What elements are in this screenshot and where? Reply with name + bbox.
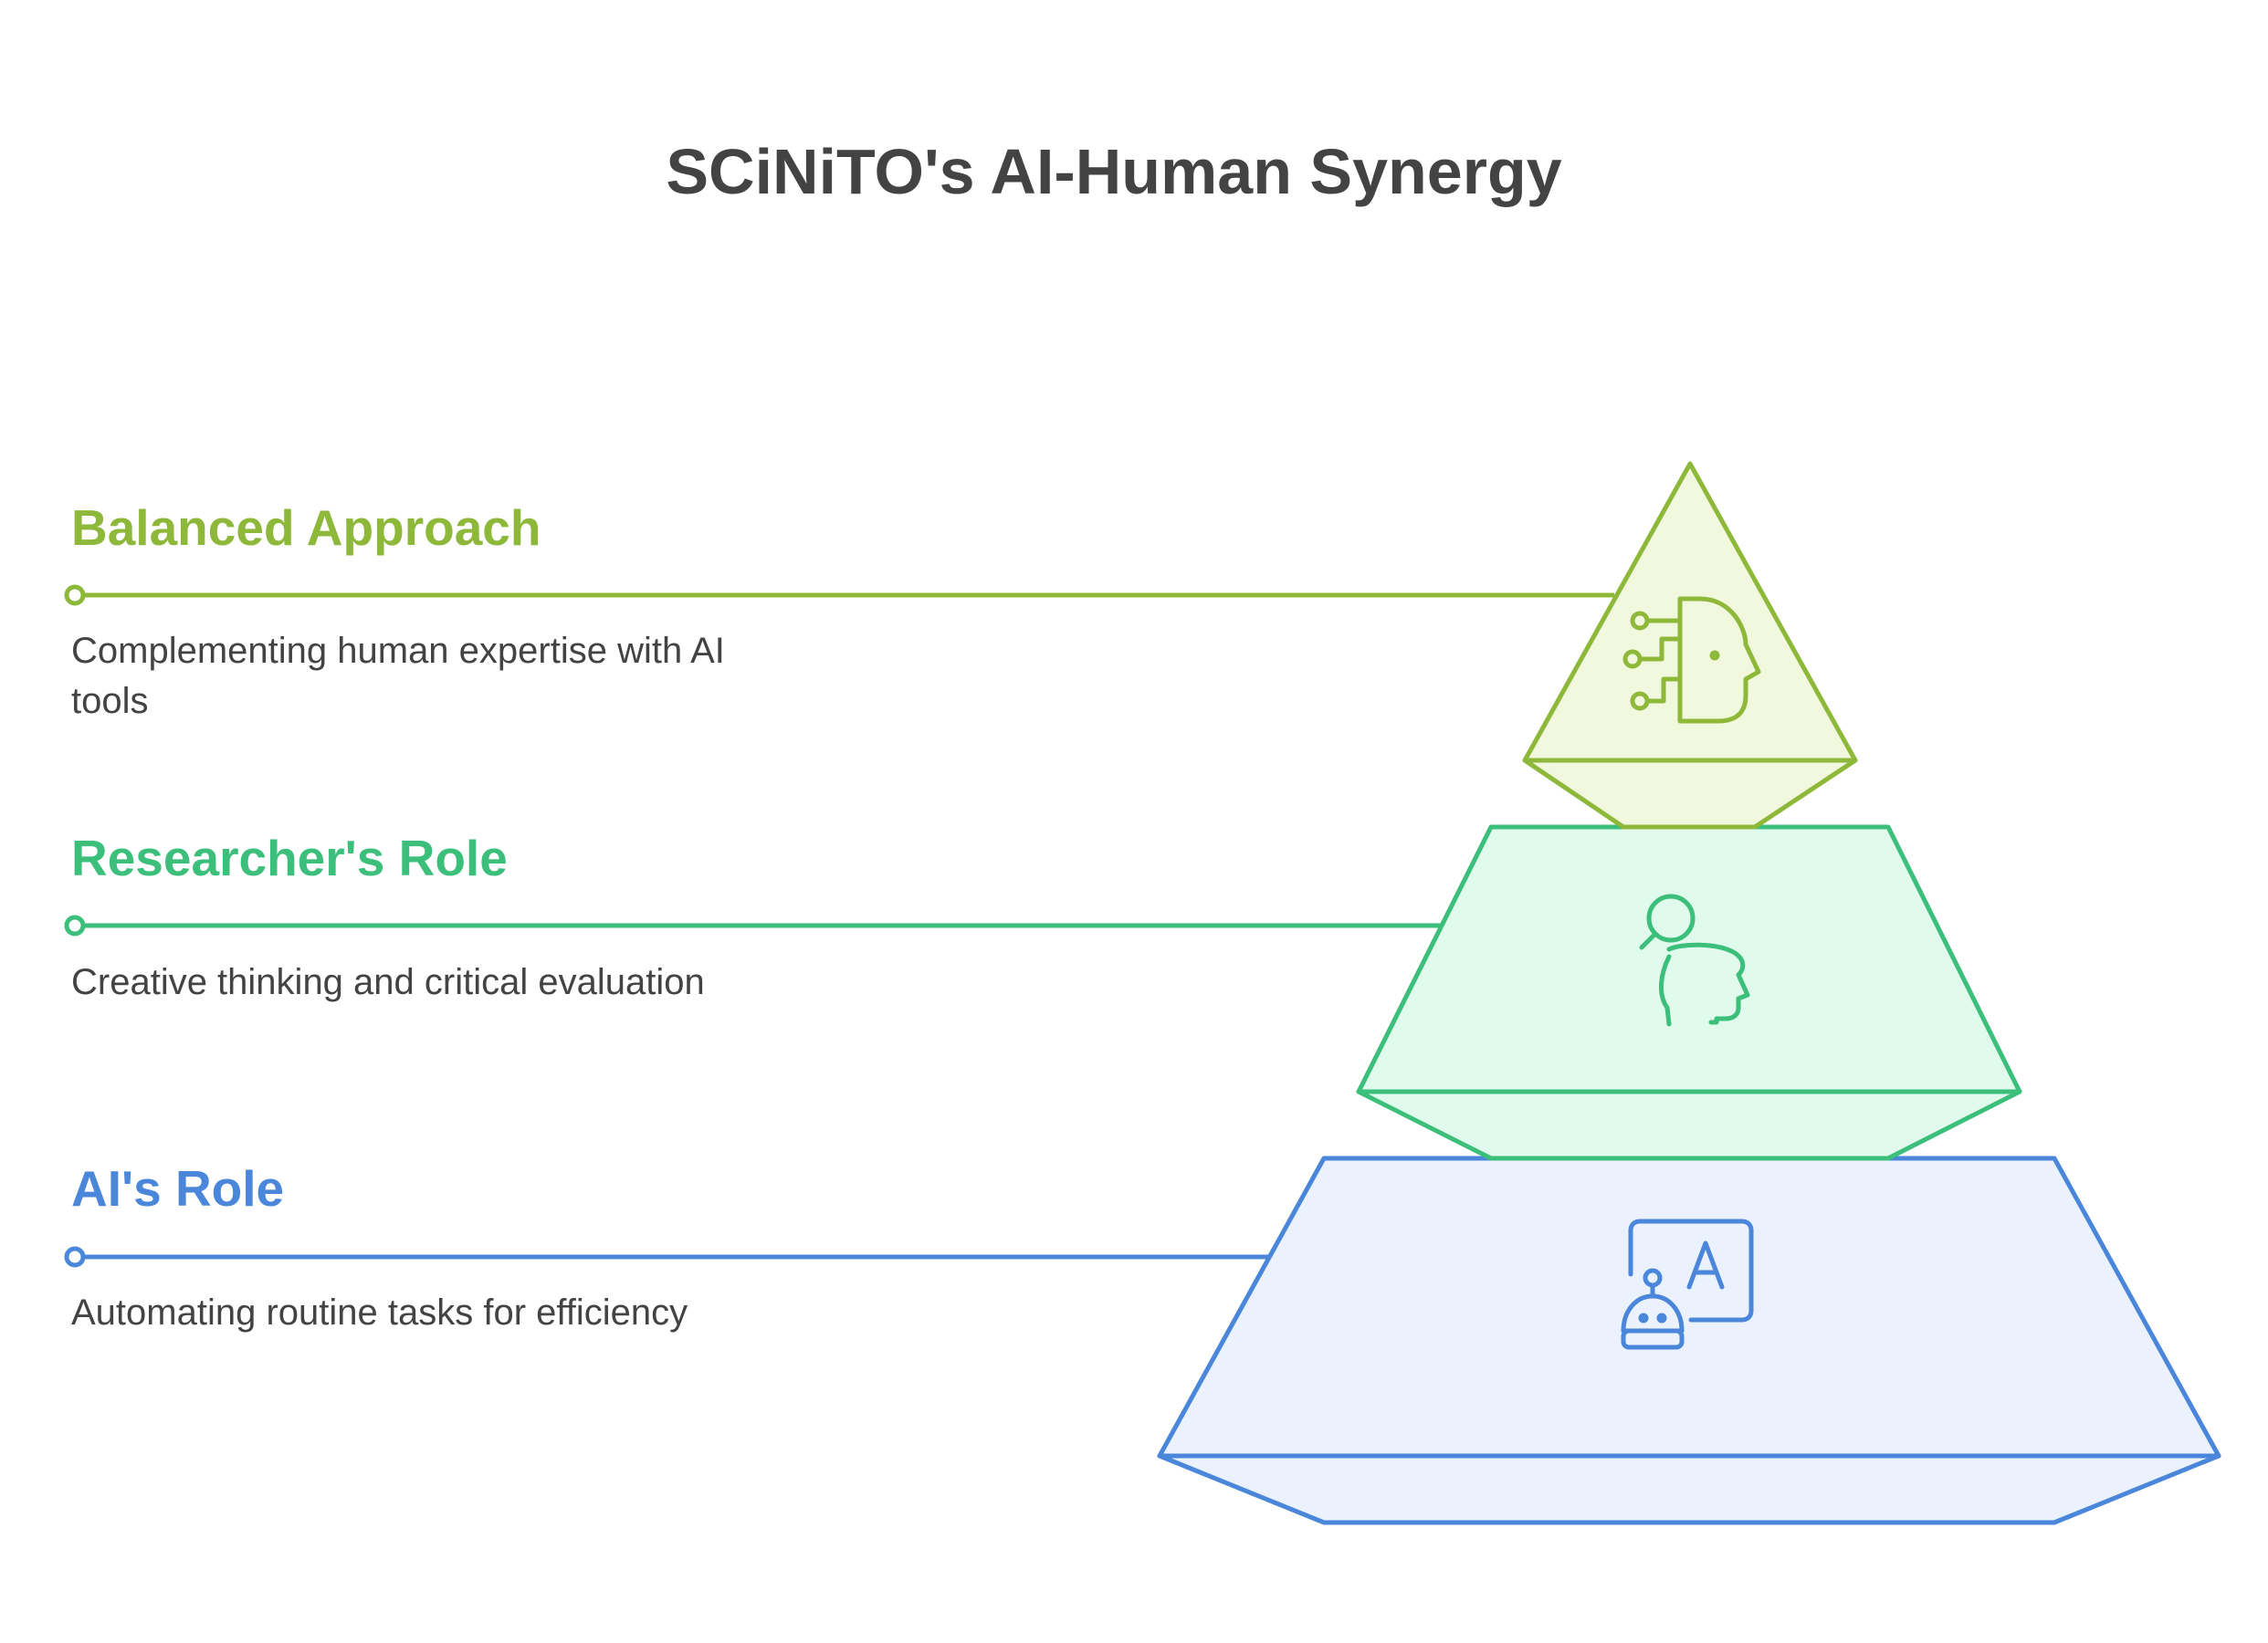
level-description: Automating routine tasks for efficiency	[71, 1292, 688, 1333]
level-description: Creative thinking and critical evaluatio…	[71, 962, 705, 1002]
researcher-icon	[1639, 894, 1750, 1027]
level-label: AI's Role	[71, 1160, 285, 1217]
ai-head-icon	[1622, 596, 1761, 724]
level-label: Balanced Approach	[71, 499, 541, 556]
tier-balanced-approach	[1522, 461, 1858, 830]
connector-ais-role	[64, 1246, 1271, 1268]
connector-researchers-role	[64, 915, 1443, 937]
tier-researchers-role	[1356, 824, 2022, 1161]
tier-ais-role	[1157, 1156, 2221, 1525]
page-title: SCiNiTO's AI-Human Synergy	[666, 136, 1562, 207]
connector-balanced-approach	[64, 584, 1614, 606]
robot-ai-icon	[1621, 1219, 1754, 1350]
level-label: Researcher's Role	[71, 830, 508, 886]
level-description: Complementing human expertise with AI to…	[71, 631, 725, 721]
